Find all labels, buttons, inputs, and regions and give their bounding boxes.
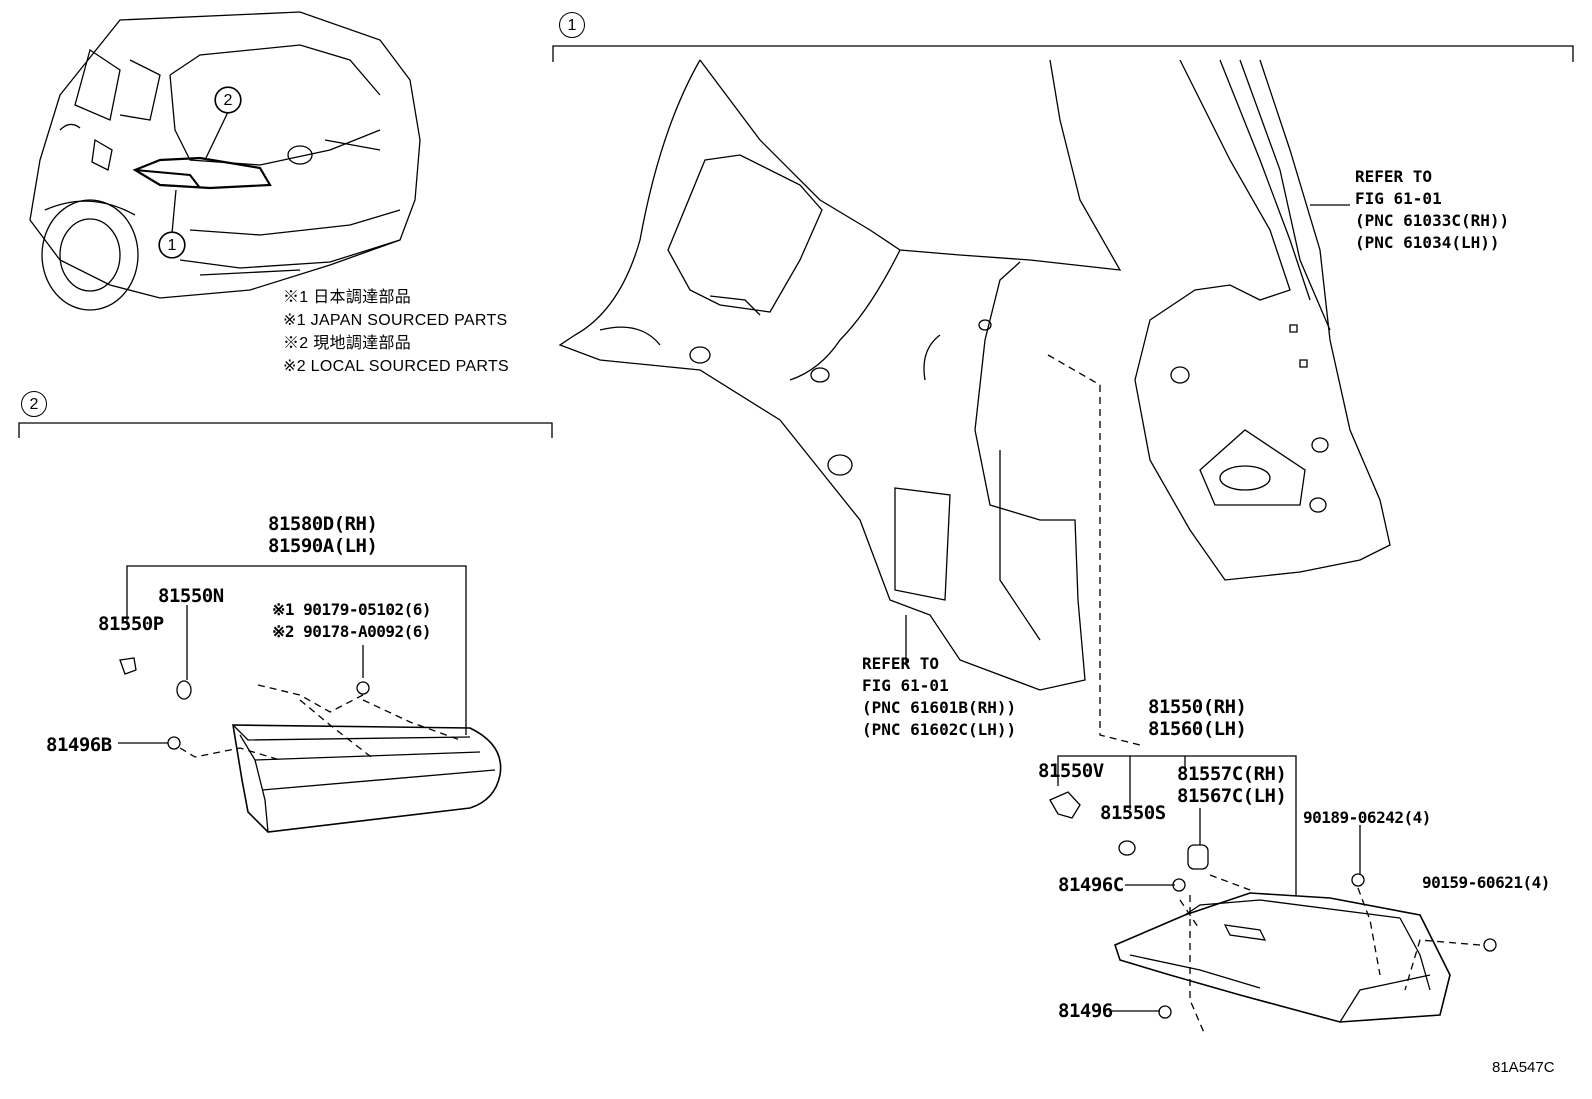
part-label-81550V[interactable]: 81550V bbox=[1038, 760, 1104, 782]
overview-callout-2: 2 bbox=[215, 87, 241, 113]
pillar-reinforcement-structure bbox=[1135, 60, 1390, 580]
note-japan-sourced-en: ※1 JAPAN SOURCED PARTS bbox=[283, 312, 508, 329]
overview-callout-1: 1 bbox=[159, 232, 185, 258]
section-1-leader-lines bbox=[1058, 756, 1360, 1011]
part-label-81590A-lh[interactable]: 81590A(LH) bbox=[268, 535, 378, 557]
refer-lower-line-3: (PNC 61601B(RH)) bbox=[862, 698, 1017, 717]
refer-note-lower: REFER TO FIG 61-01 (PNC 61601B(RH)) (PNC… bbox=[862, 653, 1016, 741]
section-2-leader-lines bbox=[118, 566, 466, 743]
quarter-panel-structure bbox=[560, 60, 1120, 690]
outer-lamp-dashed-guides bbox=[1048, 355, 1480, 1035]
section-1-callout: 1 bbox=[559, 12, 585, 38]
part-label-90159-60621[interactable]: 90159-60621(4) bbox=[1422, 873, 1550, 892]
part-label-81560-lh[interactable]: 81560(LH) bbox=[1148, 718, 1247, 740]
note-local-sourced-jp: ※2 現地調達部品 bbox=[283, 335, 412, 352]
part-label-81557C-rh[interactable]: 81557C(RH) bbox=[1177, 763, 1287, 785]
section-2-header-bracket bbox=[19, 423, 552, 438]
inner-lamp-dashed-guides bbox=[180, 685, 460, 760]
part-label-90189-06242[interactable]: 90189-06242(4) bbox=[1303, 808, 1431, 827]
note-japan-sourced-jp: ※1 日本調達部品 bbox=[283, 289, 412, 306]
refer-lower-line-2[interactable]: FIG 61-01 bbox=[862, 676, 949, 695]
refer-upper-line-4: (PNC 61034(LH)) bbox=[1355, 233, 1500, 252]
refer-lower-line-1: REFER TO bbox=[862, 654, 940, 673]
refer-lower-line-4: (PNC 61602C(LH)) bbox=[862, 720, 1017, 739]
refer-note-upper: REFER TO FIG 61-01 (PNC 61033C(RH)) (PNC… bbox=[1355, 166, 1509, 254]
part-label-81567C-lh[interactable]: 81567C(LH) bbox=[1177, 785, 1287, 807]
part-label-81496B[interactable]: 81496B bbox=[46, 734, 112, 756]
outer-tail-lamp-assembly bbox=[1115, 893, 1450, 1022]
part-label-81550N[interactable]: 81550N bbox=[158, 585, 224, 607]
figure-code: 81A547C bbox=[1492, 1059, 1555, 1076]
vehicle-overview-illustration bbox=[30, 12, 420, 310]
inner-tail-lamp-assembly bbox=[233, 725, 501, 832]
part-label-81550S[interactable]: 81550S bbox=[1100, 802, 1166, 824]
part-label-90179-05102[interactable]: ※1 90179-05102(6) bbox=[272, 600, 432, 619]
inner-lamp-small-parts bbox=[120, 658, 369, 749]
part-label-81550-rh[interactable]: 81550(RH) bbox=[1148, 696, 1247, 718]
refer-upper-line-1: REFER TO bbox=[1355, 167, 1433, 186]
refer-upper-line-3: (PNC 61033C(RH)) bbox=[1355, 211, 1510, 230]
section-2-callout: 2 bbox=[21, 391, 47, 417]
refer-upper-line-2[interactable]: FIG 61-01 bbox=[1355, 189, 1442, 208]
outer-lamp-small-parts bbox=[1050, 792, 1496, 1018]
section-1-header-bracket bbox=[553, 46, 1573, 62]
part-label-81496C[interactable]: 81496C bbox=[1058, 874, 1124, 896]
note-local-sourced-en: ※2 LOCAL SOURCED PARTS bbox=[283, 358, 509, 375]
part-label-81580D-rh[interactable]: 81580D(RH) bbox=[268, 513, 378, 535]
part-label-81550P[interactable]: 81550P bbox=[98, 613, 164, 635]
part-label-90178-A0092[interactable]: ※2 90178-A0092(6) bbox=[272, 622, 432, 641]
refer-leader-lines bbox=[906, 205, 1350, 665]
part-label-81496[interactable]: 81496 bbox=[1058, 1000, 1113, 1022]
